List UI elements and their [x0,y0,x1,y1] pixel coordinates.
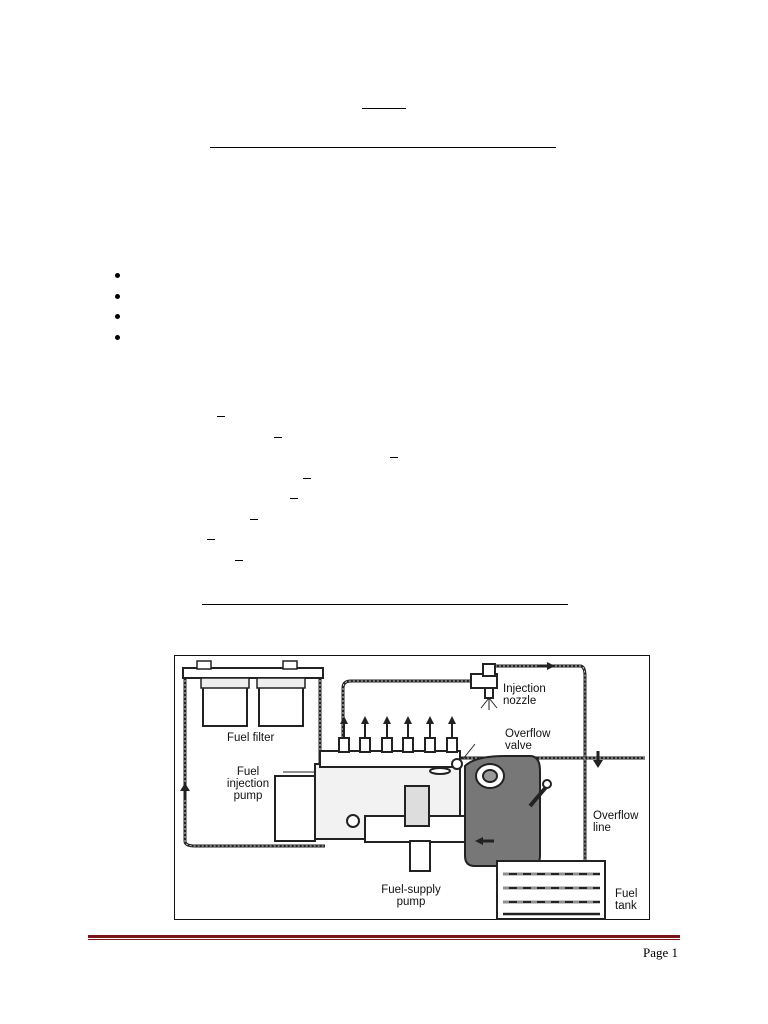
list-dash [250,519,258,520]
label-fuel-supply-pump: Fuel-supply pump [381,884,441,908]
label-fuel-injection-pump: Fuel injection pump [226,766,270,802]
fuel-tank [496,860,606,920]
list-dash [390,457,398,458]
list-dash [207,539,215,540]
list-dash [217,416,225,417]
footer-rule-thin [88,939,680,940]
overflow-valve-leader [462,743,476,760]
label-injection-nozzle: Injection nozzle [503,683,546,707]
delivery-valves [338,737,458,753]
label-fuel-tank: Fuel tank [615,888,638,912]
overflow-valve [451,758,463,770]
flow-arrows [180,662,603,845]
list-dash [235,560,243,561]
governor-housing [464,755,552,867]
list-dash [274,437,282,438]
list-bullet [115,294,120,299]
figure-heading-underline [202,604,568,605]
fuel-system-drawing [180,660,645,920]
list-dash [290,498,298,499]
injection-nozzle [470,663,498,710]
fuel-system-diagram: Fuel filter Fuel injection pump Injectio… [174,655,650,920]
list-bullet [115,335,120,340]
list-bullet [115,314,120,319]
list-bullet [115,273,120,278]
label-fuel-filter: Fuel filter [227,732,275,744]
subtitle-underline [210,147,556,148]
list-dash [303,478,311,479]
fuel-filter-assembly [182,660,324,727]
title-underline [362,108,406,109]
page-number: Page 1 [642,945,678,960]
delivery-arrows [340,716,456,737]
injection-pump-body [274,750,466,872]
label-overflow-valve: Overflow valve [505,728,551,752]
label-overflow-line: Overflow line [593,810,639,834]
footer-rule [88,935,680,938]
